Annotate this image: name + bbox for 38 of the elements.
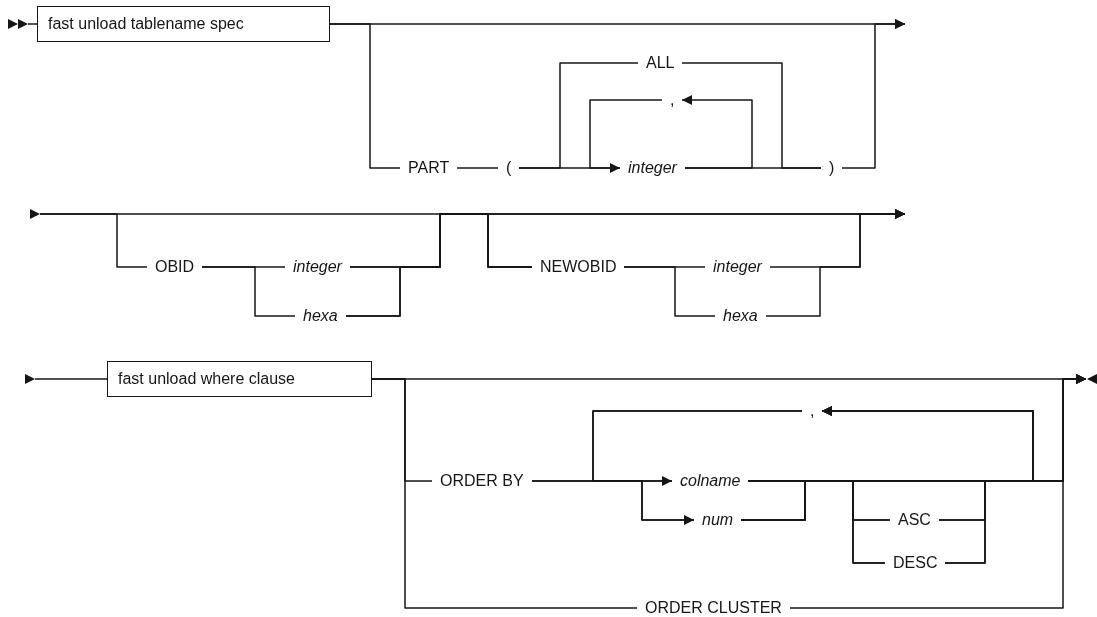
variable-term: num: [694, 510, 742, 530]
syntax-start-mark: [8, 19, 28, 29]
keyword-term: PART: [400, 158, 458, 178]
syntax-element-box: fast unload tablename spec: [37, 6, 330, 42]
syntax-element-box: fast unload where clause: [107, 361, 372, 397]
rail-line: [34, 378, 108, 380]
arrow: [765, 209, 906, 317]
variable-term: integer: [285, 257, 350, 277]
arrow: [821, 406, 1034, 564]
syntax-start-mark: [25, 374, 35, 384]
keyword-term: ORDER CLUSTER: [637, 598, 790, 617]
rail-line: [27, 23, 38, 25]
keyword-term: ASC: [890, 510, 939, 530]
keyword-term: ALL: [638, 53, 683, 73]
separator: ,: [662, 90, 683, 110]
rail-line: [329, 23, 401, 169]
arrow: [841, 19, 906, 169]
rail-line: [456, 167, 499, 169]
keyword-term: ): [821, 158, 843, 178]
arrow: [681, 95, 753, 169]
variable-term: hexa: [715, 306, 766, 326]
arrow: [789, 374, 1087, 609]
separator: ,: [802, 401, 823, 421]
keyword-term: NEWOBID: [532, 257, 625, 277]
variable-term: hexa: [295, 306, 346, 326]
variable-term: integer: [705, 257, 770, 277]
variable-term: integer: [620, 158, 685, 178]
rail-line: [623, 266, 716, 317]
arrow: [592, 410, 803, 525]
keyword-term: (: [498, 158, 520, 178]
syntax-start-mark: [30, 209, 40, 219]
keyword-term: OBID: [147, 257, 203, 277]
rail-line: [371, 378, 638, 609]
variable-term: colname: [672, 471, 749, 491]
arrow: [589, 99, 663, 173]
keyword-term: ORDER BY: [432, 471, 532, 491]
keyword-term: DESC: [885, 553, 946, 573]
rail-line: [201, 266, 296, 317]
